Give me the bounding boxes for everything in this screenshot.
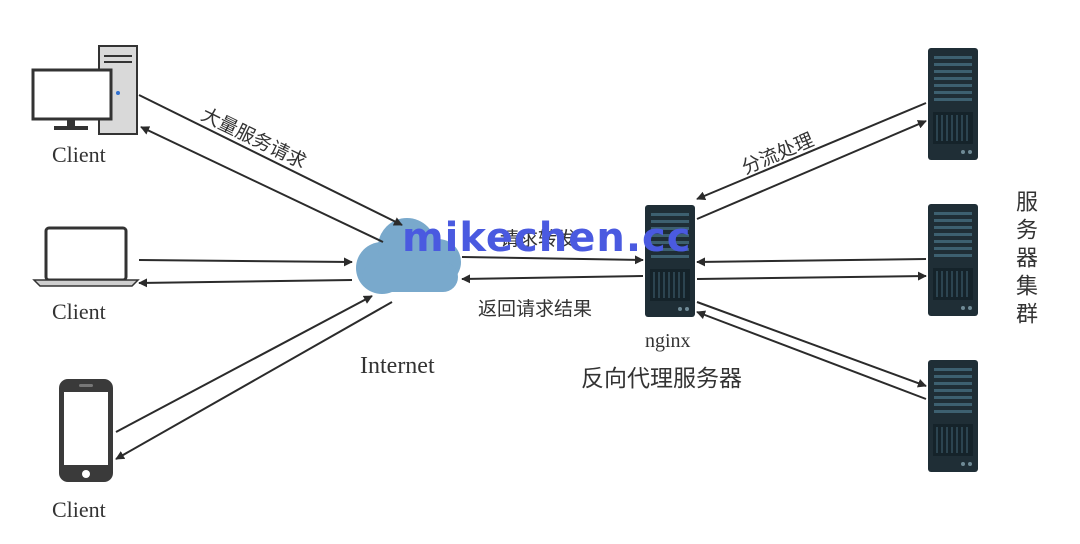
arrow-internet-to-desktop — [140, 126, 384, 243]
arrow-server1-to-nginx — [696, 102, 927, 201]
client-label-phone: Client — [52, 497, 106, 522]
nginx-label: nginx — [645, 330, 691, 352]
internet-label: Internet — [360, 353, 435, 379]
proxy-subtitle: 反向代理服务器 — [581, 366, 742, 392]
edge-label-return-result: 返回请求结果 — [478, 298, 593, 320]
arrow-nginx-to-server3 — [696, 301, 927, 388]
arrow-internet-to-nginx — [461, 255, 644, 265]
arrow-internet-to-phone — [115, 301, 393, 460]
cluster-label: 服务器集群 — [1012, 190, 1037, 330]
cloud-icon — [356, 218, 461, 294]
backend-server-icon — [927, 47, 979, 161]
arrow-nginx-to-internet — [461, 274, 644, 284]
client-label-desktop: Client — [52, 142, 106, 167]
laptop-icon — [32, 226, 140, 287]
arrow-desktop-to-internet — [138, 94, 403, 226]
client-label-laptop: Client — [52, 299, 106, 324]
smartphone-icon — [59, 379, 113, 482]
arrow-nginx-to-server2 — [696, 271, 927, 281]
arrow-nginx-to-server1 — [696, 120, 927, 220]
arrow-phone-to-internet — [115, 295, 373, 433]
arrow-server2-to-nginx — [696, 257, 927, 267]
backend-server-icon — [927, 203, 979, 317]
arrow-laptop-to-internet — [138, 257, 353, 267]
desktop-computer-icon — [31, 45, 138, 135]
watermark-text: mikechen.cc — [402, 215, 692, 261]
arrow-server3-to-nginx — [696, 310, 927, 400]
edge-label-forward-request: 请求转发 — [500, 228, 577, 250]
arrow-internet-to-laptop — [138, 278, 353, 288]
backend-server-icon — [927, 359, 979, 473]
